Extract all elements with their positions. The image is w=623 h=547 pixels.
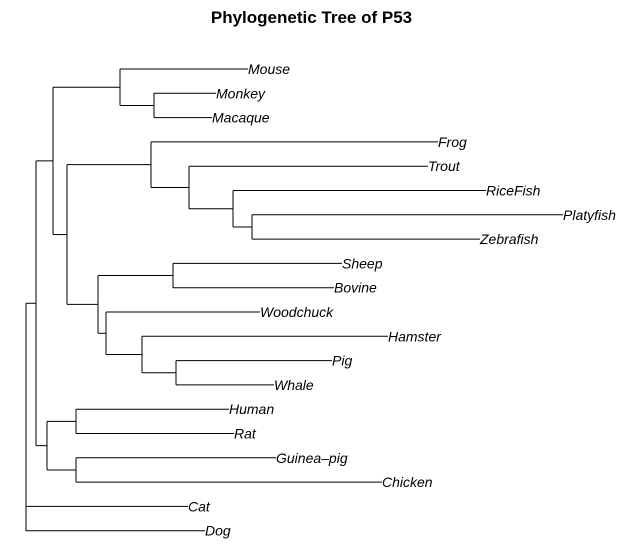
tip-label-hamster: Hamster (388, 328, 442, 344)
tip-label-cat: Cat (188, 498, 211, 514)
tip-label-mouse: Mouse (248, 61, 290, 77)
tip-label-zebrafish: Zebrafish (479, 231, 539, 247)
tree-tip-labels: MouseMonkeyMacaqueFrogTroutRiceFishPlaty… (188, 61, 616, 539)
tip-label-sheep: Sheep (342, 255, 383, 271)
tip-label-ricefish: RiceFish (486, 183, 541, 199)
tip-label-human: Human (229, 401, 274, 417)
tip-label-frog: Frog (438, 134, 467, 150)
tip-label-whale: Whale (274, 377, 314, 393)
page-title: Phylogenetic Tree of P53 (210, 8, 413, 27)
tip-label-macaque: Macaque (212, 110, 270, 126)
tip-label-guinea-pig: Guinea–pig (276, 450, 348, 466)
tip-label-trout: Trout (428, 158, 461, 174)
tip-label-platyfish: Platyfish (563, 207, 616, 223)
tip-label-dog: Dog (205, 523, 231, 539)
tree-branches (25, 68, 563, 532)
tip-label-chicken: Chicken (382, 474, 433, 490)
tip-label-monkey: Monkey (216, 85, 266, 101)
tip-label-bovine: Bovine (334, 280, 377, 296)
tip-label-woodchuck: Woodchuck (260, 304, 334, 320)
tip-label-pig: Pig (332, 353, 352, 369)
tip-label-rat: Rat (234, 426, 257, 442)
